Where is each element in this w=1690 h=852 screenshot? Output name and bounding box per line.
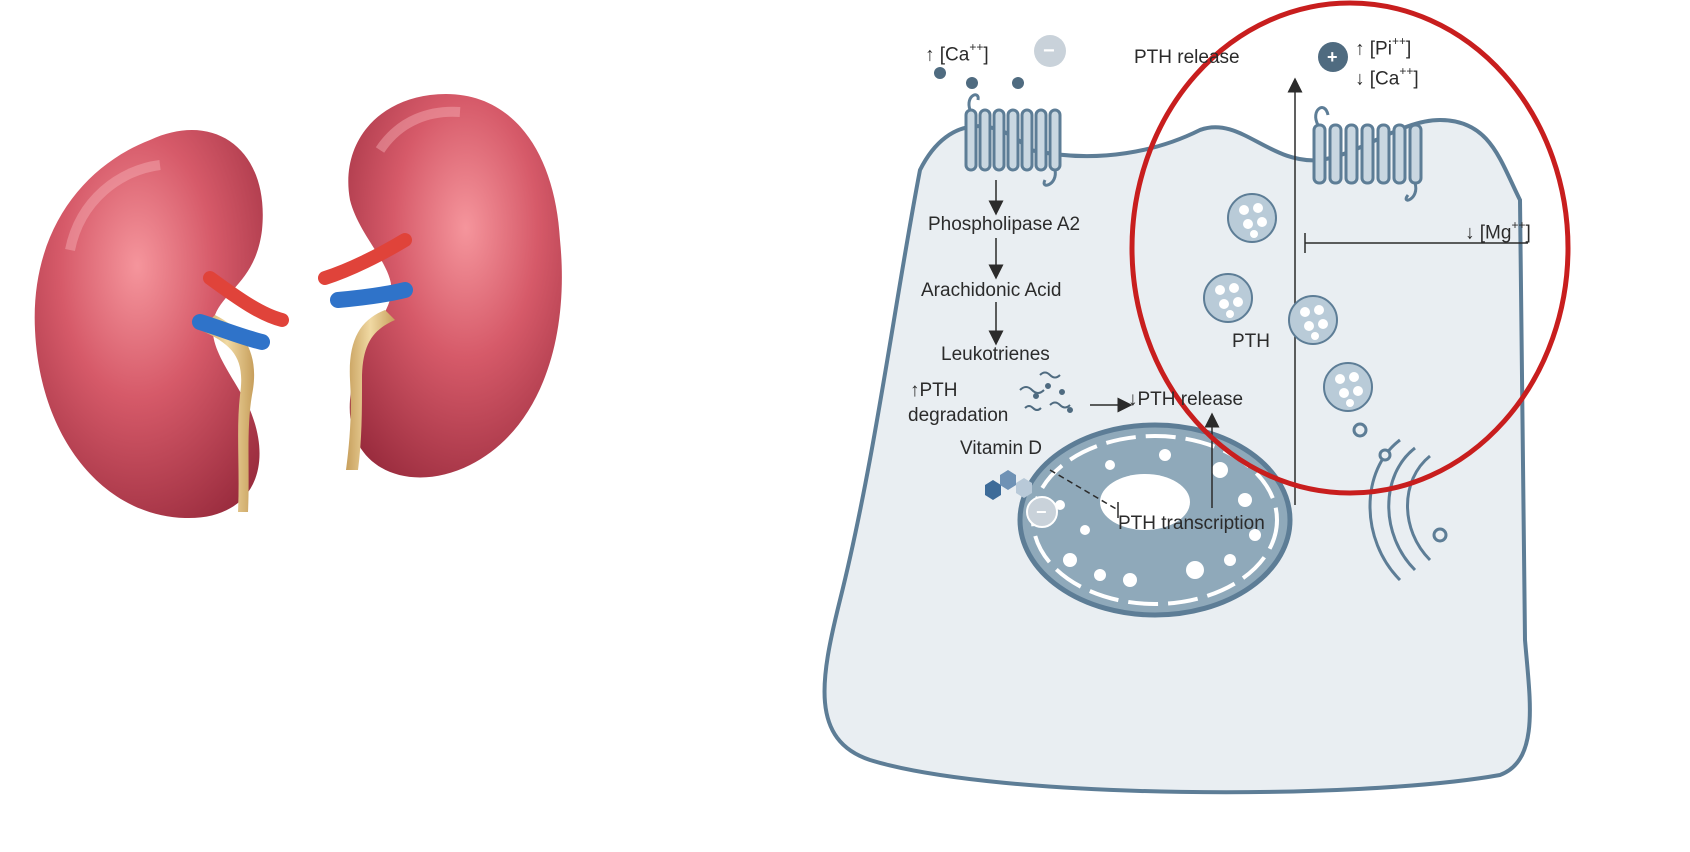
- pth-release-top-label: PTH release: [1134, 47, 1240, 68]
- pth-transcription-label: PTH transcription: [1118, 513, 1265, 534]
- parathyroid-cell-diagram: − − + ↑ [Ca++] PTH release ↑ [Pi++] ↓ [C…: [800, 0, 1690, 847]
- minus-badge-vitd: [1026, 496, 1058, 528]
- arachidonic-acid-label: Arachidonic Acid: [921, 280, 1062, 301]
- plus-badge: [1318, 42, 1348, 72]
- calcium-increase-label: ↑ [Ca++]: [925, 40, 989, 66]
- calcium-decrease-label: ↓ [Ca++]: [1355, 64, 1419, 90]
- minus-badge-vitd-glyph: −: [1036, 502, 1047, 522]
- signaling-arrows: [988, 77, 1528, 518]
- cell-svg: [822, 0, 1571, 795]
- plus-badge-glyph: +: [1327, 47, 1338, 67]
- calcium-ions: [934, 67, 1024, 89]
- pth-degradation-label-2: degradation: [908, 405, 1009, 426]
- pth-degradation-label-1: ↑PTH: [910, 380, 958, 401]
- vitamin-d-molecules: [985, 470, 1032, 500]
- kidneys-illustration: [0, 0, 800, 847]
- minus-badge-ca: [1034, 35, 1066, 67]
- pth-release-mid-label: ↓PTH release: [1128, 389, 1244, 410]
- minus-badge-ca-glyph: −: [1043, 40, 1055, 62]
- highlight-circle: [1129, 0, 1571, 496]
- pth-label: PTH: [1232, 331, 1270, 352]
- magnesium-decrease-label: ↓ [Mg++]: [1465, 218, 1531, 244]
- leukotrienes-label: Leukotrienes: [941, 344, 1050, 365]
- calcium-sensing-receptor-right: [1312, 106, 1423, 202]
- phospholipase-label: Phospholipase A2: [928, 214, 1081, 235]
- nucleus: [1017, 422, 1293, 618]
- golgi-apparatus: [1352, 422, 1448, 582]
- pth-granules: [1203, 193, 1373, 412]
- right-kidney: [318, 93, 562, 478]
- leukotriene-fragments: [1019, 371, 1073, 413]
- vitamin-d-label: Vitamin D: [960, 438, 1043, 459]
- kidneys-svg: [34, 93, 562, 519]
- calcium-sensing-receptor-left: [964, 93, 1062, 187]
- phosphate-increase-label: ↑ [Pi++]: [1355, 34, 1412, 60]
- left-kidney: [34, 130, 289, 519]
